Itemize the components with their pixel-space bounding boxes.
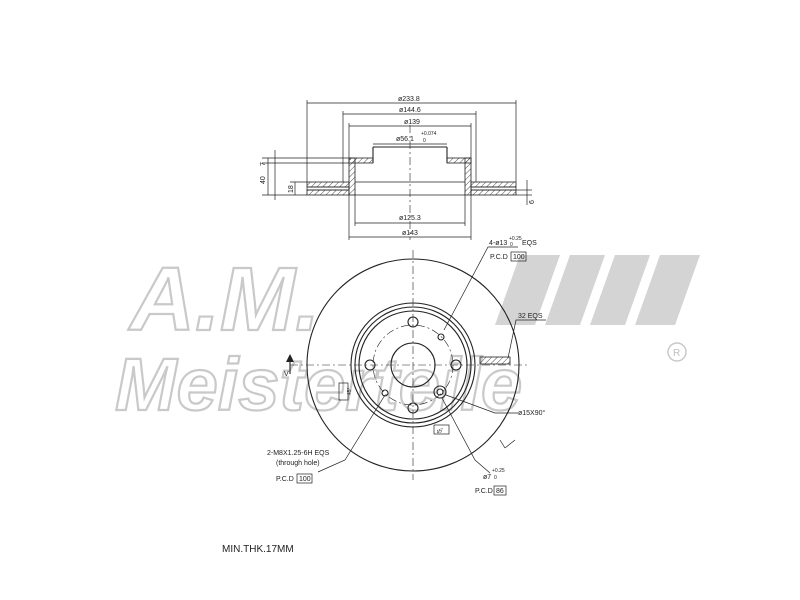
callout-bolt-holes-eqs: EQS xyxy=(522,240,537,247)
bolt-hole-top xyxy=(407,316,419,328)
dim-hat-inner: ø139 xyxy=(404,119,420,126)
watermark-initials: A.M. xyxy=(128,250,320,350)
min-thickness-note: MIN.THK.17MM xyxy=(222,544,294,555)
watermark: A.M. Meisterteile R xyxy=(114,249,700,427)
threaded-hole-lower xyxy=(381,389,389,397)
hat-wall-left xyxy=(348,157,356,196)
callout-vents: 32 EQS xyxy=(518,313,543,320)
callout-threaded-text: 2-M8X1.25-6H EQS xyxy=(267,450,330,457)
dim-height-40: 40 xyxy=(260,176,267,184)
callout-bolt-holes-tol-upper: +0.25 xyxy=(509,236,522,242)
side-left-dimensions: 7 40 18 xyxy=(260,150,349,200)
watermark-registered-circle xyxy=(667,342,687,362)
leader-chamfer xyxy=(445,394,518,414)
watermark-stripes xyxy=(495,255,700,325)
side-right-dimensions: 6 xyxy=(516,180,536,205)
side-bottom-dimensions: ø125.3 ø143 xyxy=(348,195,472,240)
angle-label-1: 45° xyxy=(347,387,353,395)
leader-pin xyxy=(441,397,491,474)
bolt-hole-right xyxy=(450,359,462,371)
right-ring-bottom xyxy=(470,189,517,196)
angle-annotations: 45° 45° xyxy=(338,382,450,436)
section-arrowhead xyxy=(286,354,294,362)
callout-pin-tol-upper: +0.25 xyxy=(492,468,505,474)
leaders xyxy=(317,246,546,474)
dim-center-bore-tol-lower: 0 xyxy=(423,138,426,144)
left-ring-bottom xyxy=(306,189,350,196)
pcd-value-left: 100 xyxy=(299,476,311,483)
pcd-label-bottom: P.C.D xyxy=(475,488,493,495)
friction-ring-inner xyxy=(350,302,476,428)
dim-bottom-125: ø125.3 xyxy=(399,215,421,222)
dim-center-bore-tol-upper: +0.074 xyxy=(421,131,437,137)
pcd-label-top: P.C.D xyxy=(490,254,508,261)
right-ring-vent xyxy=(470,186,517,191)
hat-outer xyxy=(354,306,472,424)
front-view: V 45° 45° 4-ø13 +0.25 0 EQS P.C.D 100 xyxy=(267,236,546,496)
pin-hole-inner xyxy=(436,388,444,396)
leader-threaded xyxy=(317,394,386,473)
disc-outer-edge xyxy=(306,258,520,472)
callout-bolt-holes: 4-ø13 +0.25 0 EQS P.C.D 100 xyxy=(489,236,537,262)
dim-outer-diameter: ø233.8 xyxy=(398,96,420,103)
hat-top-right xyxy=(446,157,472,164)
callout-bolt-holes-tol-lower: 0 xyxy=(510,242,513,248)
pcd-label-left: P.C.D xyxy=(276,476,294,483)
hat-wall-right xyxy=(464,157,472,196)
callout-bolt-holes-text: 4-ø13 xyxy=(489,240,507,247)
dim-hat-diameter: ø144.6 xyxy=(399,107,421,114)
right-ring-top xyxy=(470,181,517,188)
callout-chamfer: ø15X90° xyxy=(518,409,546,417)
pcd-value-top: 100 xyxy=(513,254,525,261)
side-view: ø233.8 ø144.6 ø139 ø56.1 +0.074 0 7 40 xyxy=(260,96,536,240)
bolt-hole-left xyxy=(364,359,376,371)
hat-top-left xyxy=(348,157,374,164)
center-bore xyxy=(390,342,436,388)
callout-pin-text: ø7 xyxy=(483,474,491,481)
angle-label-2: 45° xyxy=(436,427,445,436)
hat-inner xyxy=(358,310,468,420)
section-mark: V xyxy=(284,371,289,378)
pcd-circle xyxy=(372,324,454,406)
callout-threaded: 2-M8X1.25-6H EQS (through hole) P.C.D 10… xyxy=(267,450,330,484)
pin-hole-outer xyxy=(433,385,447,399)
dim-center-bore: ø56.1 xyxy=(396,136,414,143)
leader-bolt-holes xyxy=(443,246,518,331)
side-top-dimensions: ø233.8 ø144.6 ø139 ø56.1 +0.074 0 xyxy=(306,96,517,182)
dim-height-7: 7 xyxy=(260,162,267,166)
dim-thickness-6: 6 xyxy=(529,200,536,204)
callout-pin: ø7 +0.25 0 P.C.D 86 xyxy=(475,468,507,496)
dim-bottom-143: ø143 xyxy=(402,230,418,237)
leader-vents xyxy=(507,319,546,359)
side-section-profile xyxy=(306,146,517,196)
watermark-registered: R xyxy=(673,348,680,359)
callout-pin-tol-lower: 0 xyxy=(494,475,497,481)
pcd-value-bottom: 86 xyxy=(496,488,504,495)
left-ring-vent xyxy=(306,186,350,191)
dim-height-18: 18 xyxy=(288,185,295,193)
callout-through-hole: (through hole) xyxy=(276,460,320,467)
left-ring-top xyxy=(306,181,350,188)
threaded-hole-upper xyxy=(437,333,445,341)
vent-slot xyxy=(479,356,511,365)
bolt-hole-bottom xyxy=(407,402,419,414)
